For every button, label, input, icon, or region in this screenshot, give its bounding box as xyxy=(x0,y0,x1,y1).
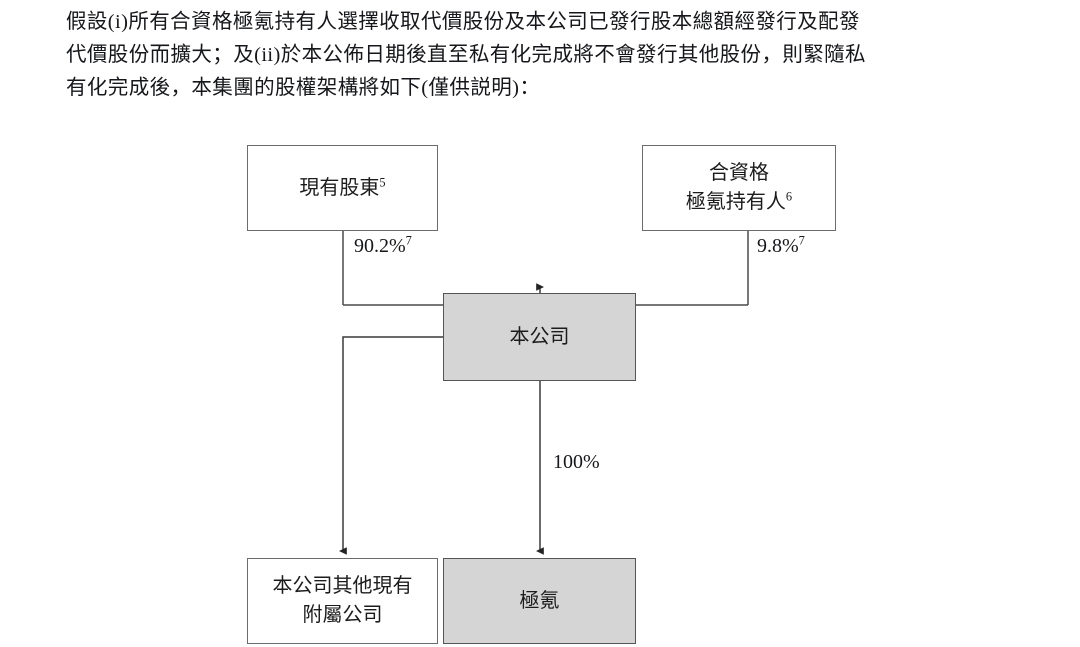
footnote-marker-7-right: 7 xyxy=(798,233,805,248)
node-other-subsidiaries-label: 本公司其他現有附屬公司 xyxy=(273,572,413,630)
footnote-marker-5: 5 xyxy=(379,174,386,189)
footnote-marker-7-left: 7 xyxy=(405,233,412,248)
node-existing-shareholders: 現有股東5 xyxy=(247,145,438,231)
node-other-subsidiaries-line2: 附屬公司 xyxy=(302,604,383,626)
edge-label-eligible-percentage: 9.8%7 xyxy=(757,233,805,257)
node-eligible-holders: 合資格極氪持有人6 xyxy=(642,145,836,231)
node-other-subsidiaries: 本公司其他現有附屬公司 xyxy=(247,558,438,644)
footnote-marker-6: 6 xyxy=(785,189,793,204)
edge-label-zeekr-percentage: 100% xyxy=(553,451,600,473)
node-company: 本公司 xyxy=(443,293,636,381)
node-eligible-holders-line2: 極氪持有人 xyxy=(685,191,786,213)
node-other-subsidiaries-line1: 本公司其他現有 xyxy=(272,575,413,597)
paragraph-line-2: 代價股份而擴大；及(ii)於本公佈日期後直至私有化完成將不會發行其他股份，則緊隨… xyxy=(66,44,866,66)
intro-paragraph: 假設(i)所有合資格極氪持有人選擇收取代價股份及本公司已發行股本總額經發行及配發… xyxy=(66,6,1026,105)
node-eligible-holders-line1: 合資格 xyxy=(708,162,769,184)
edge-company-to-subsidiaries xyxy=(339,336,443,555)
paragraph-line-3: 有化完成後，本集團的股權架構將如下(僅供説明)： xyxy=(66,77,541,99)
paragraph-line-1: 假設(i)所有合資格極氪持有人選擇收取代價股份及本公司已發行股本總額經發行及配發 xyxy=(66,11,860,33)
node-zeekr-label: 極氪 xyxy=(519,589,560,612)
edge-label-existing-percentage: 90.2%7 xyxy=(354,233,412,257)
node-company-label: 本公司 xyxy=(509,325,570,348)
node-zeekr: 極氪 xyxy=(443,558,636,644)
node-eligible-holders-label: 合資格極氪持有人6 xyxy=(686,159,792,217)
node-existing-shareholders-label: 現有股東5 xyxy=(299,174,386,199)
